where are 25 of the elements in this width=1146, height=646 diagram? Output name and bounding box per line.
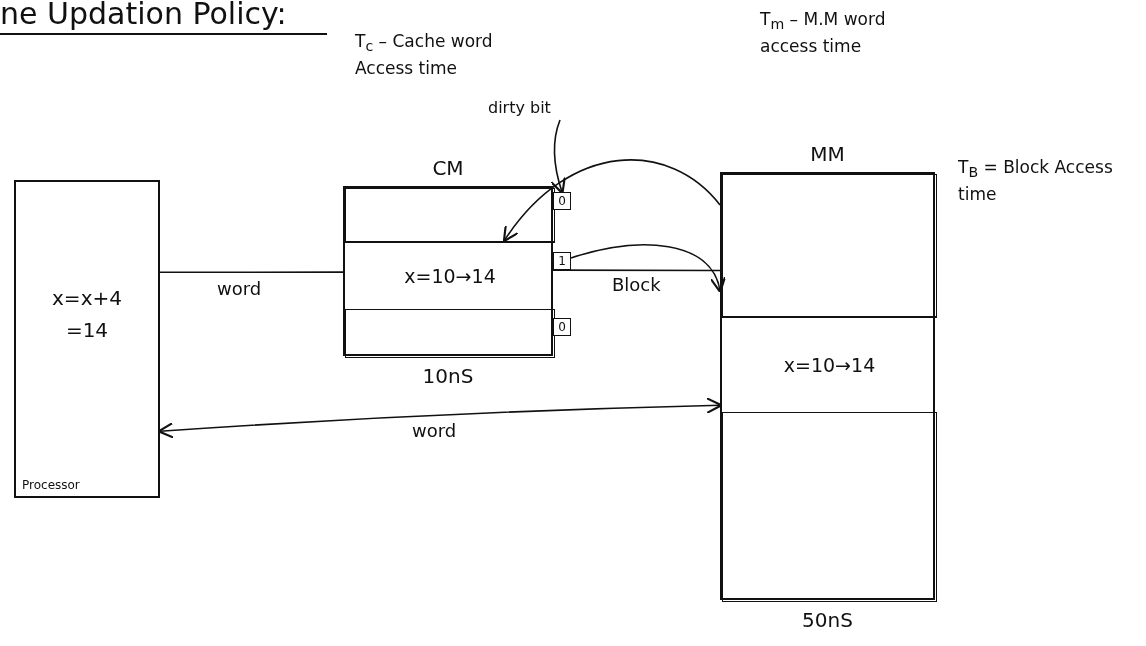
block-caption: Processor bbox=[22, 478, 80, 492]
memory-block bbox=[14, 180, 160, 498]
arrow bbox=[570, 244, 725, 294]
arrow bbox=[157, 397, 723, 439]
note-text: T$_{B}$ = Block Access time bbox=[958, 156, 1114, 206]
note-text: T$_{m}$ – M.M word access time bbox=[760, 8, 887, 58]
note-text: T$_{c}$ – Cache word Access time bbox=[355, 30, 494, 80]
memory-row bbox=[345, 188, 555, 242]
memory-row bbox=[345, 309, 555, 358]
block-heading: MM bbox=[809, 142, 846, 166]
timing-label: 10nS bbox=[421, 364, 475, 388]
arrow bbox=[502, 159, 721, 243]
block-heading: CM bbox=[431, 156, 465, 180]
annotation-text: dirty bit bbox=[488, 98, 568, 120]
register-text: x=x+4 =14 bbox=[51, 285, 123, 345]
dirty-bit-box: 0 bbox=[553, 318, 571, 336]
value-text: x=10→14 bbox=[404, 265, 496, 287]
timing-label: 50nS bbox=[801, 608, 854, 632]
value-text: x=10→14 bbox=[783, 354, 876, 376]
page-title: ne Updation Policy: bbox=[0, 0, 327, 35]
connector-line bbox=[159, 271, 344, 274]
dirty-bit-box: 1 bbox=[553, 252, 571, 270]
dirty-bit-box: 0 bbox=[553, 192, 571, 210]
memory-row bbox=[722, 174, 937, 317]
memory-row bbox=[722, 412, 937, 602]
